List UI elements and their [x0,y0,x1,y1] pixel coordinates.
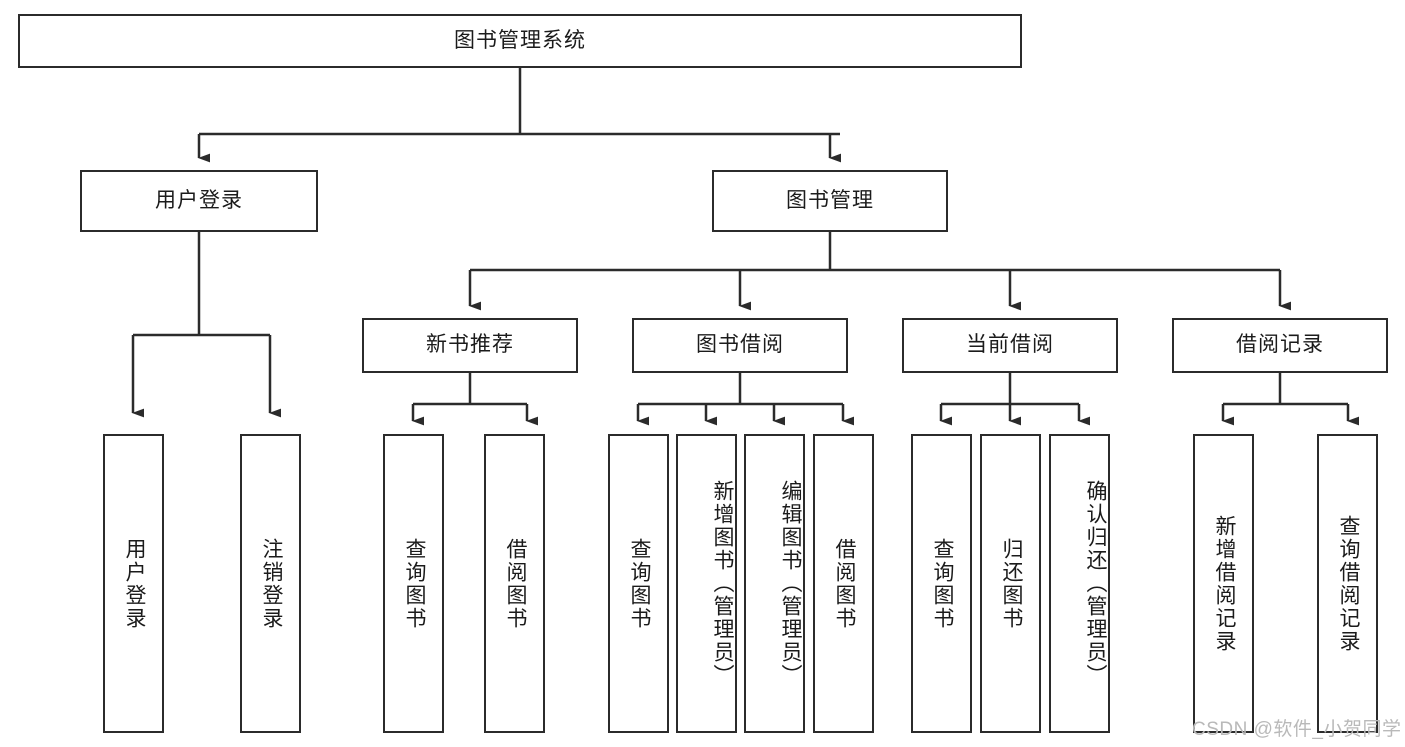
node-new-book-recommend[interactable]: 新书推荐 [362,318,578,373]
leaf-book-borrow-query[interactable]: 查询图书 [608,434,669,733]
node-current-borrow[interactable]: 当前借阅 [902,318,1118,373]
node-label: 图书管理 [786,188,874,212]
node-label: 查询图书 [402,537,426,630]
node-label: 新增借阅记录 [1212,514,1236,653]
leaf-book-borrow-edit-admin[interactable]: 编辑图书（管理员） [744,434,805,733]
node-label: 用户登录 [155,188,243,212]
leaf-new-book-query[interactable]: 查询图书 [383,434,444,733]
leaf-borrow-record-query[interactable]: 查询借阅记录 [1317,434,1378,733]
node-borrow-record[interactable]: 借阅记录 [1172,318,1388,373]
leaf-user-login-login[interactable]: 用户登录 [103,434,164,733]
leaf-new-book-borrow[interactable]: 借阅图书 [484,434,545,733]
node-label: 确认归还（管理员） [1084,480,1107,687]
node-book-management[interactable]: 图书管理 [712,170,948,232]
node-label: 注销登录 [259,537,283,630]
node-label: 新书推荐 [426,333,514,357]
node-label: 编辑图书（管理员） [779,480,802,687]
node-label: 查询图书 [627,537,651,630]
leaf-user-login-logout[interactable]: 注销登录 [240,434,301,733]
node-label: 借阅记录 [1236,333,1324,357]
node-label: 查询借阅记录 [1336,514,1360,653]
node-root-system[interactable]: 图书管理系统 [18,14,1022,68]
node-label: 当前借阅 [966,333,1054,357]
node-label: 图书管理系统 [454,28,586,52]
watermark-text: CSDN @软件_小贺同学 [1192,719,1402,740]
node-label: 图书借阅 [696,333,784,357]
node-label: 借阅图书 [503,537,527,630]
leaf-borrow-record-add[interactable]: 新增借阅记录 [1193,434,1254,733]
node-label: 新增图书（管理员） [711,480,734,687]
leaf-current-borrow-return[interactable]: 归还图书 [980,434,1041,733]
leaf-book-borrow-borrow[interactable]: 借阅图书 [813,434,874,733]
leaf-book-borrow-add-admin[interactable]: 新增图书（管理员） [676,434,737,733]
node-label: 归还图书 [999,537,1023,630]
leaf-current-borrow-confirm-admin[interactable]: 确认归还（管理员） [1049,434,1110,733]
node-label: 查询图书 [930,537,954,630]
node-label: 借阅图书 [832,537,856,630]
leaf-current-borrow-query[interactable]: 查询图书 [911,434,972,733]
node-label: 用户登录 [122,537,146,630]
node-user-login[interactable]: 用户登录 [80,170,318,232]
node-book-borrow[interactable]: 图书借阅 [632,318,848,373]
